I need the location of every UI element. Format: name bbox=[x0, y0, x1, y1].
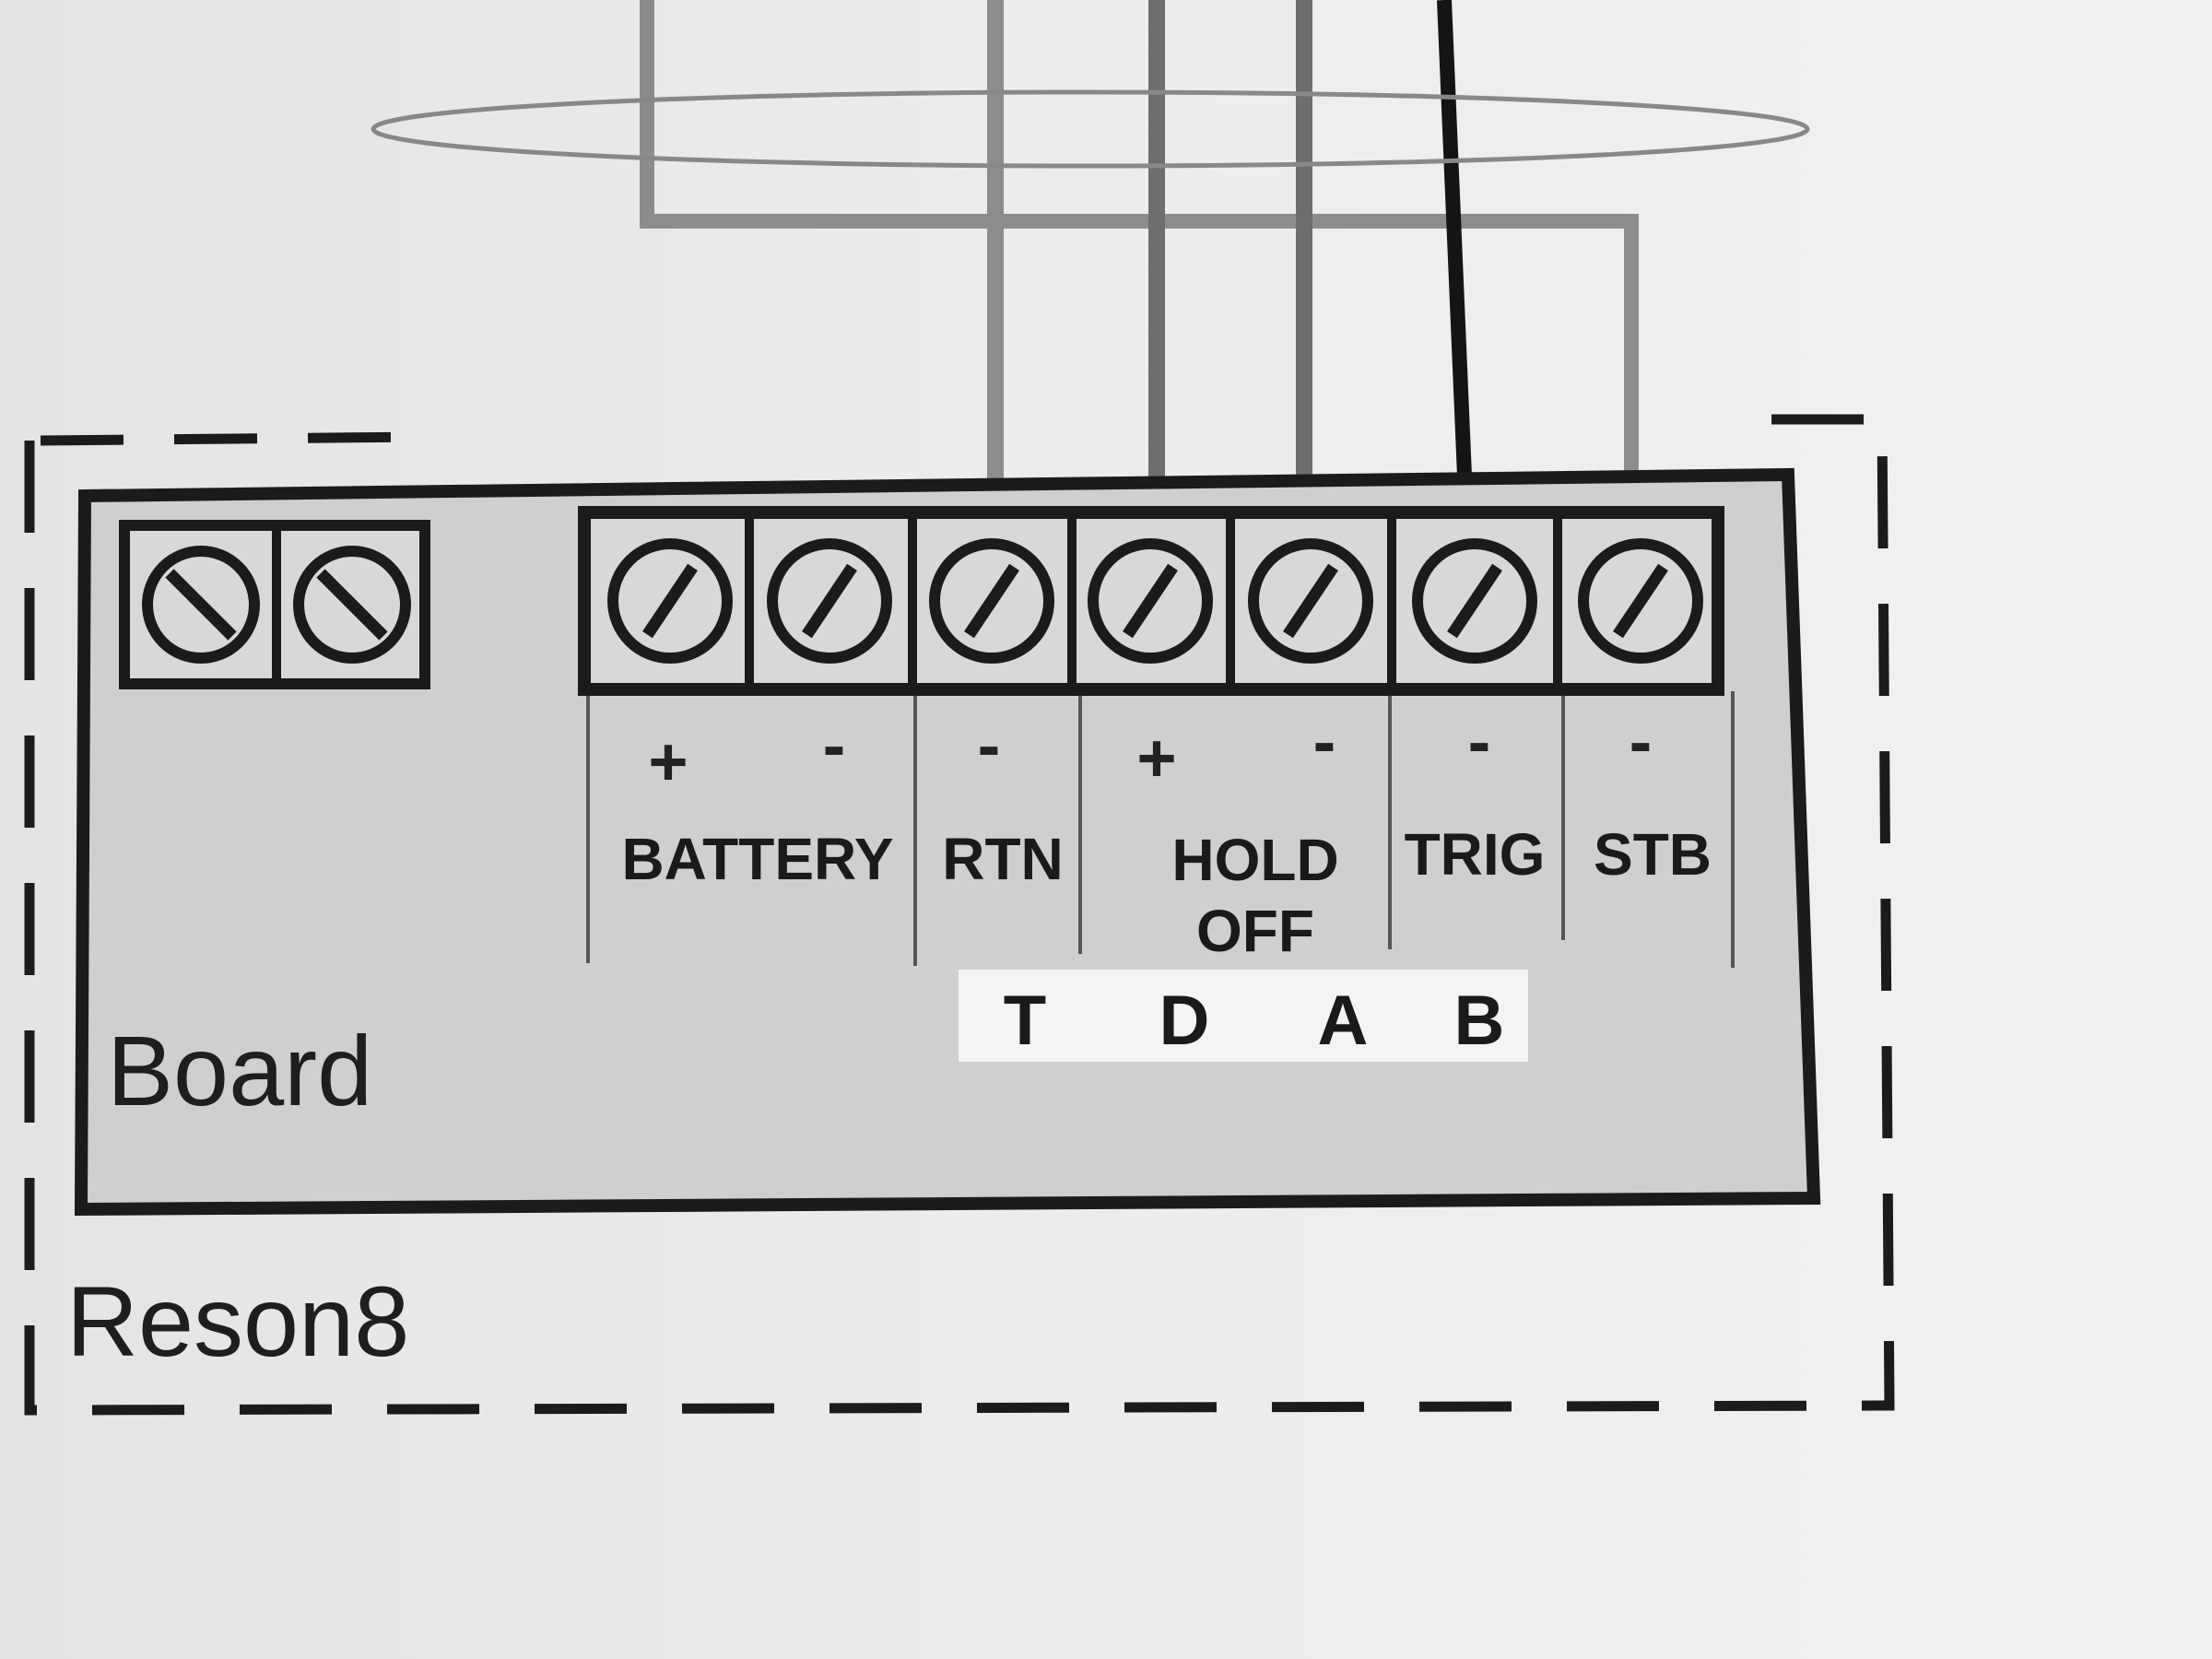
trig-label: TRIG bbox=[1404, 821, 1546, 888]
wire-trig bbox=[1437, 0, 1473, 499]
wire-label-strip bbox=[959, 970, 1528, 1062]
terminal-dividers bbox=[586, 691, 1735, 968]
small-block-screw bbox=[293, 546, 411, 664]
polarity-mark: - bbox=[977, 707, 1001, 783]
polarity-mark: + bbox=[648, 724, 688, 800]
polarity-mark: - bbox=[1629, 703, 1653, 780]
hold-off-label: HOLD OFF bbox=[1171, 827, 1339, 964]
wire-label-a: A bbox=[1317, 982, 1369, 1060]
main-block-screw bbox=[1578, 538, 1703, 664]
main-block-screw bbox=[607, 538, 733, 664]
board-label: Board bbox=[107, 1015, 373, 1126]
cable-tie-ellipse bbox=[371, 89, 1810, 169]
main-block-screw bbox=[767, 538, 892, 664]
terminal-screws bbox=[142, 538, 1703, 664]
small-block-screw bbox=[142, 546, 260, 664]
wire-label-t: T bbox=[1003, 982, 1047, 1060]
wire-gray-loop bbox=[640, 0, 1639, 484]
main-terminal-dividers bbox=[745, 516, 1562, 687]
main-block-screw bbox=[1248, 538, 1373, 664]
enclosure-dashed-outline bbox=[24, 414, 1895, 1416]
main-block-screw bbox=[929, 538, 1054, 664]
polarity-mark: - bbox=[1312, 703, 1336, 780]
polarity-mark: - bbox=[822, 707, 846, 783]
rtn-label: RTN bbox=[942, 826, 1064, 892]
wire-label-d: D bbox=[1159, 982, 1210, 1060]
main-block-screw bbox=[1088, 538, 1213, 664]
enclosure-dashed-top-left bbox=[40, 431, 425, 446]
enclosure-label: Reson8 bbox=[66, 1265, 410, 1377]
polarity-mark: + bbox=[1136, 720, 1177, 796]
cable-wires bbox=[640, 0, 1639, 516]
wire-label-b: B bbox=[1453, 982, 1505, 1060]
main-block-screw bbox=[1412, 538, 1537, 664]
polarity-mark: - bbox=[1467, 703, 1491, 780]
stb-label: STB bbox=[1594, 821, 1712, 888]
battery-label: BATTERY bbox=[621, 826, 894, 892]
